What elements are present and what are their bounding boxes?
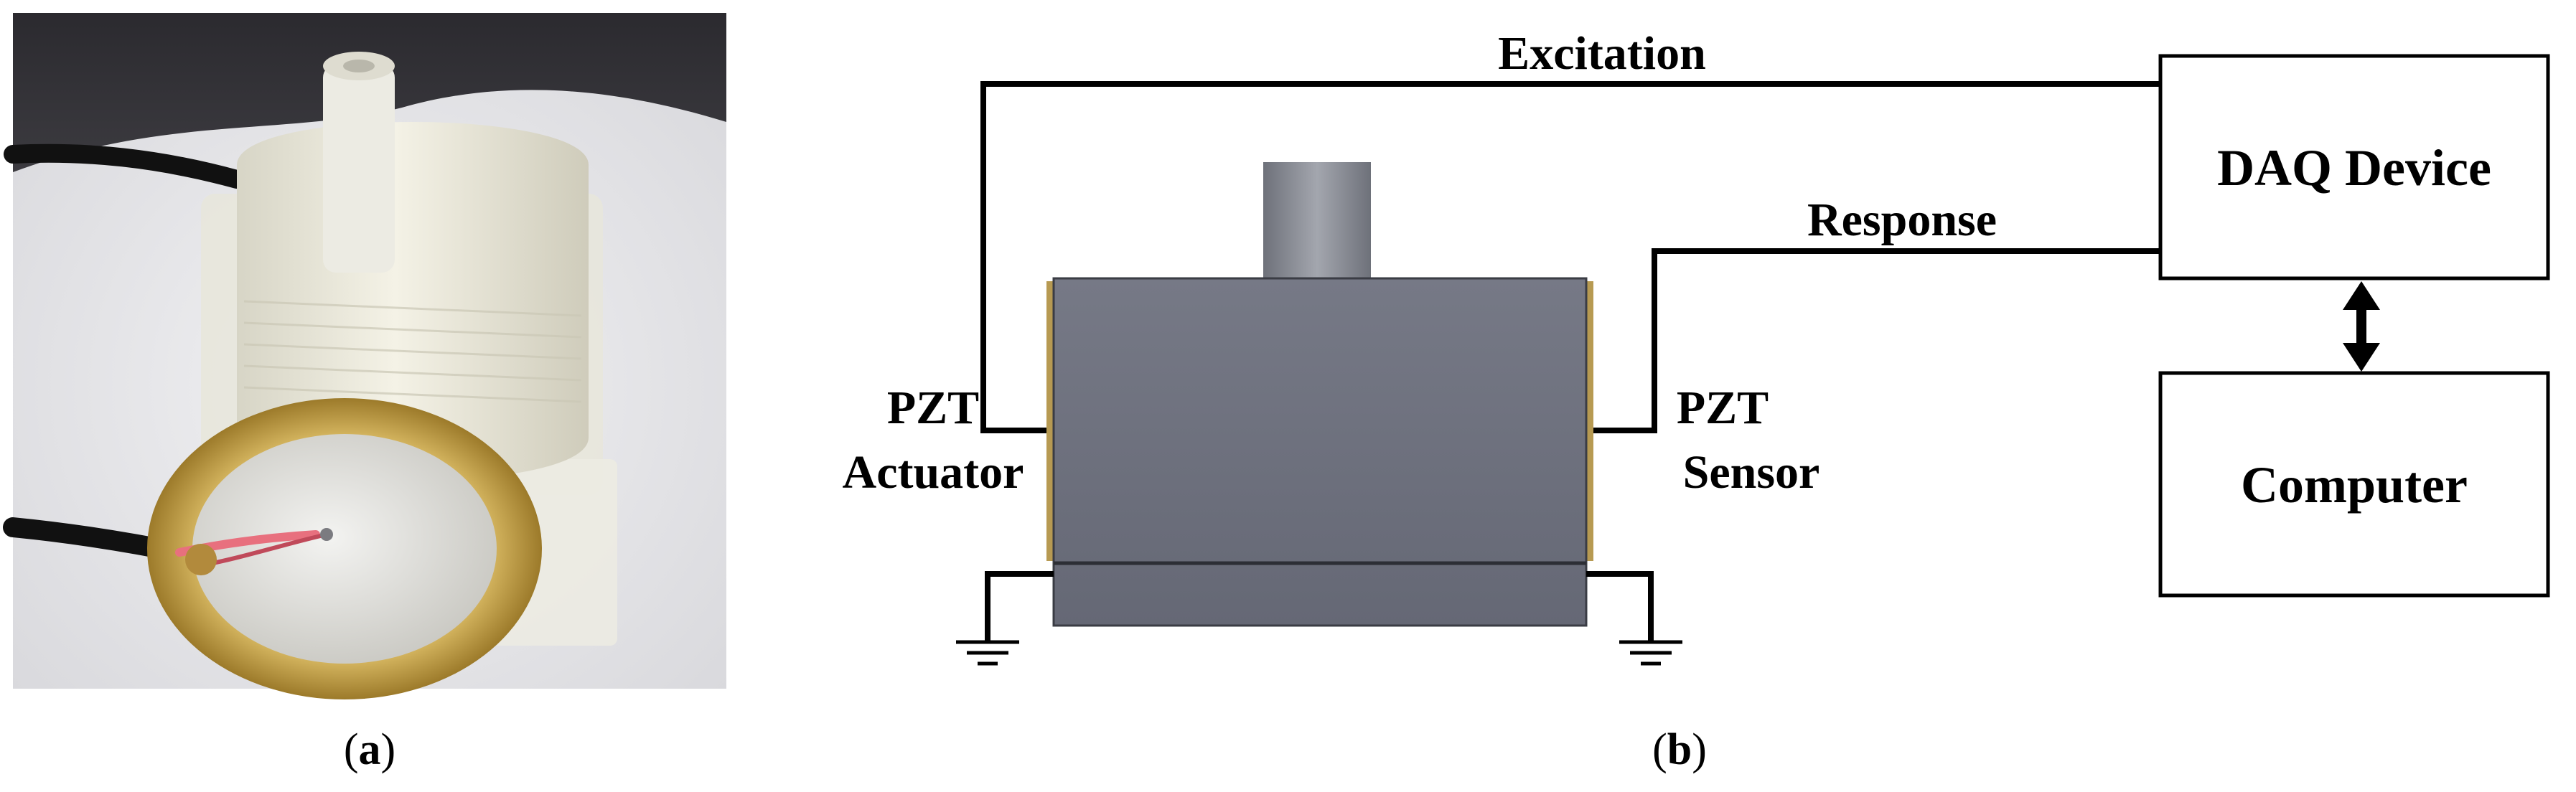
excitation-wire — [980, 81, 2164, 433]
housing-pipe — [1263, 162, 1371, 283]
caption-a: (a) — [344, 725, 395, 774]
response-label: Response — [1807, 194, 1997, 246]
sensor-label-line1: PZT — [1677, 382, 1769, 434]
computer-box — [2158, 371, 2550, 598]
sensor-label-line2: Sensor — [1683, 446, 1820, 499]
actuator-label-line2: Actuator — [843, 446, 1024, 499]
photo-sensor-prototype — [3, 13, 726, 699]
caption-b: (b) — [1652, 725, 1707, 774]
computer-label: Computer — [2241, 456, 2468, 514]
ground-symbol-left — [956, 640, 1019, 666]
schematic-diagram: Excitation Response PZT Actuator P — [843, 27, 2550, 666]
ground-symbol-right — [1619, 640, 1682, 666]
ground-wire-left — [985, 571, 1054, 642]
daq-device-label: DAQ Device — [2217, 139, 2491, 197]
daq-device-box — [2158, 54, 2550, 280]
excitation-label: Excitation — [1498, 27, 1706, 80]
actuator-label-line1: PZT — [887, 382, 979, 434]
bidirectional-arrow — [2343, 281, 2380, 372]
response-wire — [1586, 248, 2164, 433]
ground-wire-right — [1586, 571, 1654, 642]
sensor-housing — [1052, 277, 1588, 627]
